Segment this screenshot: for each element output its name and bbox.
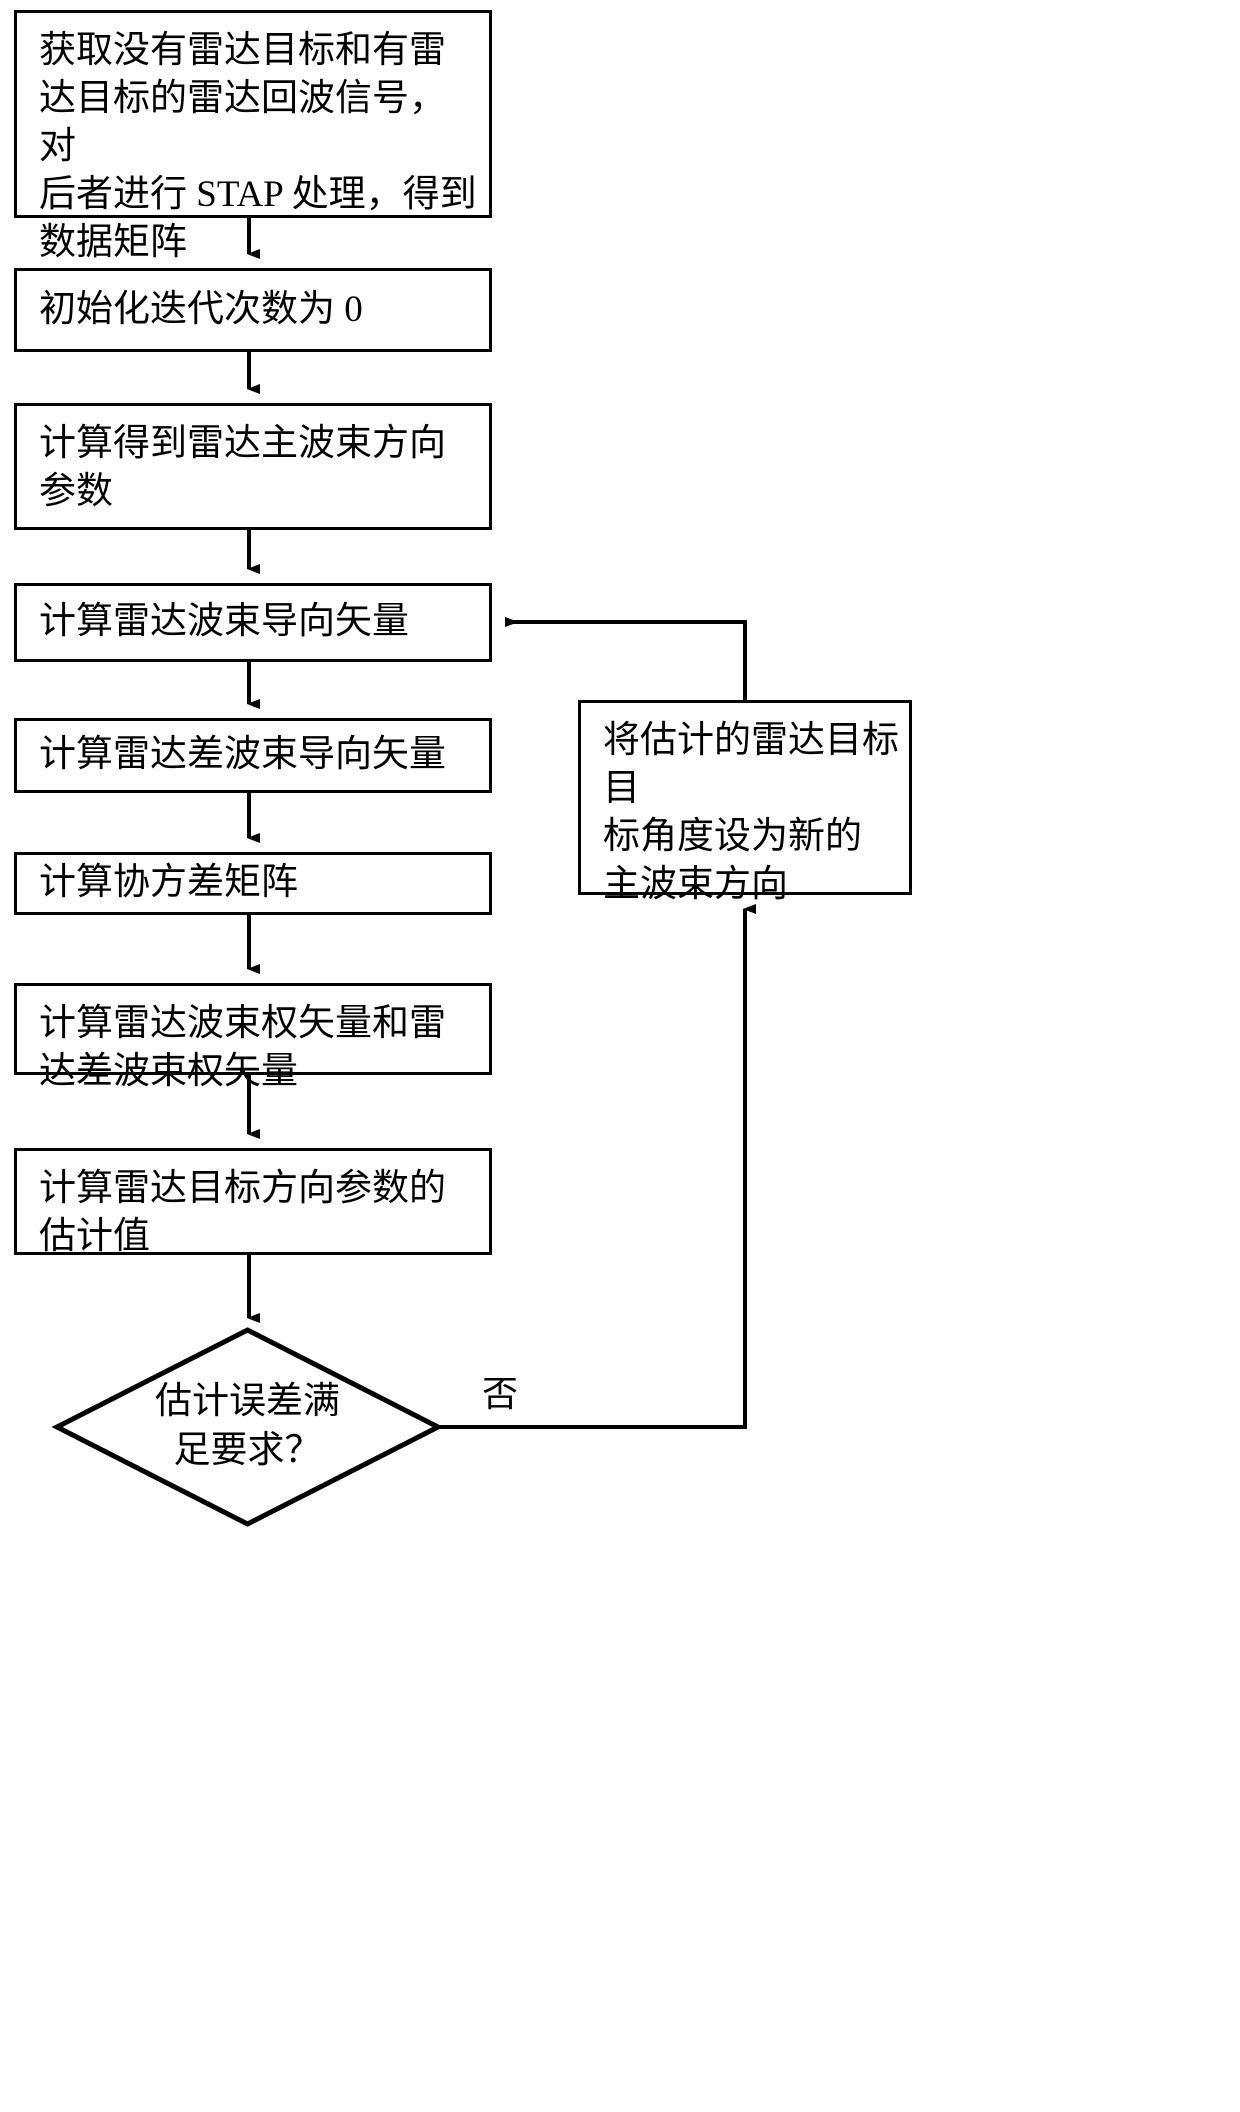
node-error-decision-label: 估计误差满 足要求？	[155, 1381, 340, 1471]
node-diff-beam-steering-vector: 计算雷达差波束导向矢量	[14, 718, 492, 793]
node-weight-vectors-label: 计算雷达波束权矢量和雷 达差波束权矢量	[39, 1003, 446, 1093]
node-acquire-echo-label: 获取没有雷达目标和有雷 达目标的雷达回波信号，对 后者进行 STAP 处理，得到…	[39, 30, 477, 264]
node-diff-beam-steering-vector-label: 计算雷达差波束导向矢量	[39, 734, 446, 776]
node-beam-steering-vector: 计算雷达波束导向矢量	[14, 583, 492, 662]
node-target-direction-estimate: 计算雷达目标方向参数的 估计值	[14, 1148, 492, 1257]
connector-update-to-beam	[505, 617, 747, 700]
node-error-decision: 估计误差满 足要求？	[51, 1327, 444, 1527]
node-main-beam-direction-label: 计算得到雷达主波束方向 参数	[39, 423, 446, 513]
node-init-iteration: 初始化迭代次数为 0	[14, 268, 492, 352]
node-acquire-echo: 获取没有雷达目标和有雷 达目标的雷达回波信号，对 后者进行 STAP 处理，得到…	[14, 10, 492, 263]
node-weight-vectors: 计算雷达波束权矢量和雷 达差波束权矢量	[14, 983, 492, 1092]
node-covariance-matrix-label: 计算协方差矩阵	[39, 862, 298, 904]
node-update-main-beam: 将估计的雷达目标目 标角度设为新的 主波束方向	[578, 700, 912, 905]
edge-label-no: 否	[482, 1365, 518, 1417]
node-target-direction-estimate-label: 计算雷达目标方向参数的 估计值	[39, 1168, 446, 1258]
node-update-main-beam-label: 将估计的雷达目标目 标角度设为新的 主波束方向	[603, 720, 899, 906]
node-covariance-matrix: 计算协方差矩阵	[14, 852, 492, 915]
node-init-iteration-label: 初始化迭代次数为 0	[39, 288, 363, 330]
decision-diamond-shape	[51, 1327, 444, 1527]
node-main-beam-direction: 计算得到雷达主波束方向 参数	[14, 403, 492, 530]
node-beam-steering-vector-label: 计算雷达波束导向矢量	[39, 601, 409, 643]
edge-label-no-text: 否	[482, 1374, 519, 1414]
